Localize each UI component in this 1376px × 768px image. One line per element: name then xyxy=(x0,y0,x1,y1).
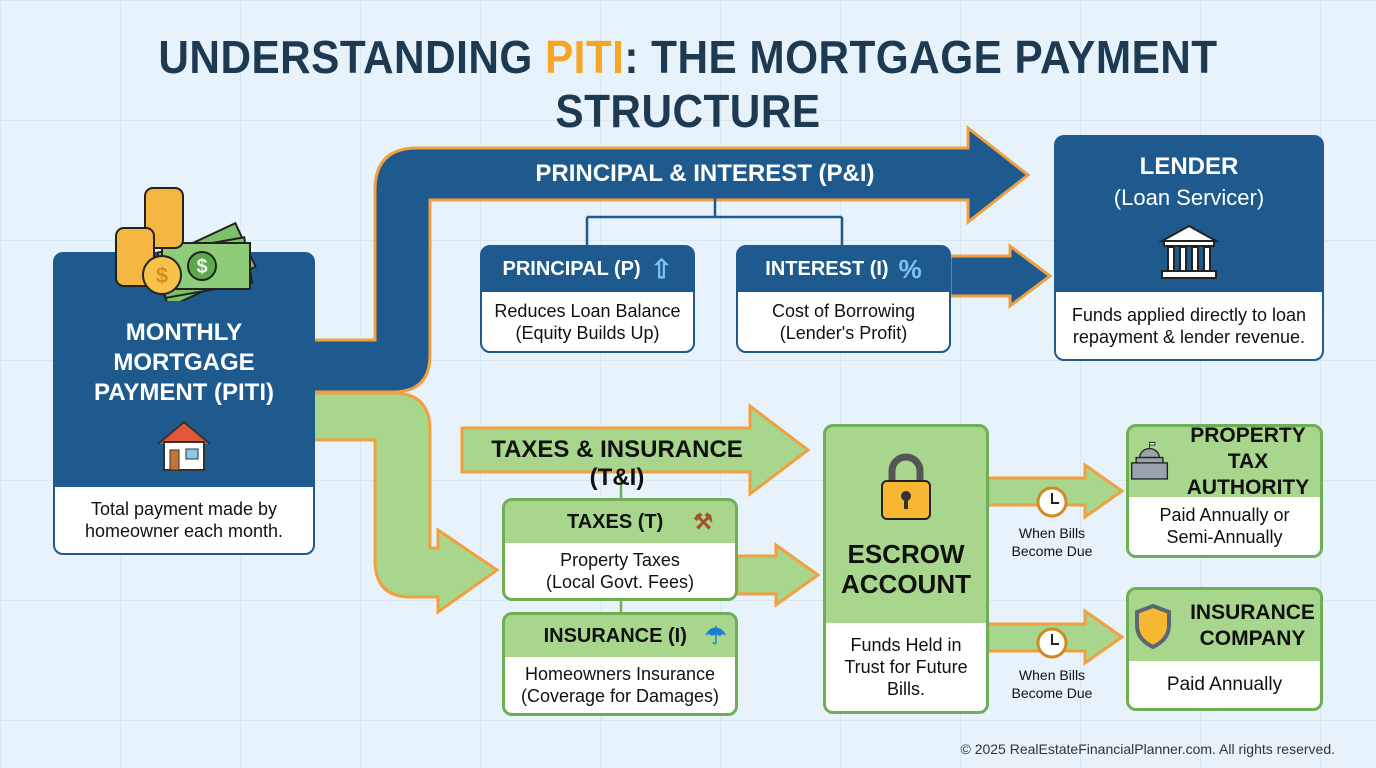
arrow-up-icon: ⇧ xyxy=(650,254,673,284)
principal-desc: Reduces Loan Balance xyxy=(494,300,681,321)
house-icon xyxy=(157,420,211,471)
insurance-desc: Homeowners Insurance xyxy=(524,664,716,684)
property-tax-desc: Semi-Annually xyxy=(1166,527,1283,547)
shield-icon xyxy=(1135,603,1172,649)
clock-icon xyxy=(1036,486,1068,518)
taxes-desc: (Local Govt. Fees) xyxy=(545,571,695,592)
copyright-footer: © 2025 RealEstateFinancialPlanner.com. A… xyxy=(960,741,1335,757)
title-text-end: : THE MORTGAGE PAYMENT STRUCTURE xyxy=(555,31,1218,137)
monthly-title-line: MORTGAGE xyxy=(113,348,255,376)
insurance-co-title-line: COMPANY xyxy=(1199,626,1306,650)
money-icon: $ $ xyxy=(115,187,257,301)
taxes-title: TAXES (T) xyxy=(566,510,664,533)
umbrella-icon: ☂ xyxy=(704,622,727,650)
lender-desc: Funds applied directly to loan xyxy=(1071,304,1307,325)
lender-subtitle: (Loan Servicer) xyxy=(1113,184,1265,210)
insurance-card: INSURANCE (I) ☂ Homeowners Insurance(Cove… xyxy=(502,612,738,716)
ti-label-arrow xyxy=(460,402,811,498)
title-highlight: PITI xyxy=(544,31,625,83)
taxes-to-escrow-arrow xyxy=(735,542,821,608)
principal-desc: (Equity Builds Up) xyxy=(515,322,660,343)
pi-flow-arrow xyxy=(308,124,1031,394)
ti-flow-arrow xyxy=(308,391,500,615)
gavel-icon: ⚒ xyxy=(693,509,714,534)
svg-text:$: $ xyxy=(156,263,168,288)
monthly-payment-card: MONTHLY MORTGAGE PAYMENT (PITI) Total pa… xyxy=(53,252,315,555)
interest-title: INTEREST (I) xyxy=(765,258,889,280)
escrow-desc: Bills. xyxy=(886,679,925,699)
interest-desc: (Lender's Profit) xyxy=(779,322,908,343)
interest-to-lender-arrow xyxy=(948,243,1053,309)
insurance-title: INSURANCE (I) xyxy=(543,624,687,647)
escrow-desc: Trust for Future xyxy=(844,657,968,677)
insurance-co-title-line: INSURANCE xyxy=(1190,600,1315,624)
lender-desc: repayment & lender revenue. xyxy=(1072,326,1306,347)
property-tax-title-line: AUTHORITY xyxy=(1186,476,1310,499)
escrow-title-line: ACCOUNT xyxy=(841,569,971,599)
page-title: UNDERSTANDING PITI: THE MORTGAGE PAYMENT… xyxy=(55,30,1321,138)
insurance-desc: (Coverage for Damages) xyxy=(520,686,720,706)
insurance-co-desc: Paid Annually xyxy=(1129,661,1320,708)
lock-icon xyxy=(881,453,931,520)
pi-label: PRINCIPAL & INTEREST (P&I) xyxy=(535,160,875,187)
escrow-desc: Funds Held in xyxy=(850,635,962,655)
escrow-title-line: ESCROW xyxy=(847,539,965,569)
when-due-line: Become Due xyxy=(1011,543,1093,559)
monthly-title-line: PAYMENT (PITI) xyxy=(93,378,274,406)
property-tax-desc: Paid Annually or xyxy=(1159,505,1290,525)
lender-card: LENDER (Loan Servicer) Funds applied dir… xyxy=(1054,135,1324,361)
ti-label: TAXES & INSURANCE (T&I) xyxy=(491,436,743,491)
taxes-card: TAXES (T) ⚒ Property Taxes(Local Govt. Fe… xyxy=(502,498,738,601)
bank-icon xyxy=(1158,224,1220,279)
principal-card: PRINCIPAL (P) ⇧ Reduces Loan Balance(Equi… xyxy=(480,245,695,353)
taxes-desc: Property Taxes xyxy=(560,549,680,570)
clock-icon xyxy=(1036,627,1068,659)
when-due-line: When Bills xyxy=(1018,667,1086,683)
percent-icon: % xyxy=(898,254,922,284)
property-tax-title-line: PROPERTY TAX xyxy=(1190,424,1306,473)
monthly-title-line: MONTHLY xyxy=(125,318,243,346)
lender-title: LENDER xyxy=(1139,152,1239,180)
when-due-line: When Bills xyxy=(1018,525,1086,541)
when-due-line: Become Due xyxy=(1011,685,1093,701)
title-text: UNDERSTANDING xyxy=(158,31,545,83)
svg-text:$: $ xyxy=(196,256,207,278)
government-building-icon xyxy=(1131,441,1169,480)
principal-title: PRINCIPAL (P) xyxy=(502,258,641,280)
interest-desc: Cost of Borrowing xyxy=(771,300,916,321)
interest-card: INTEREST (I)% Cost of Borrowing(Lender's… xyxy=(736,245,951,353)
monthly-description: Total payment made by homeowner each mon… xyxy=(55,487,313,553)
